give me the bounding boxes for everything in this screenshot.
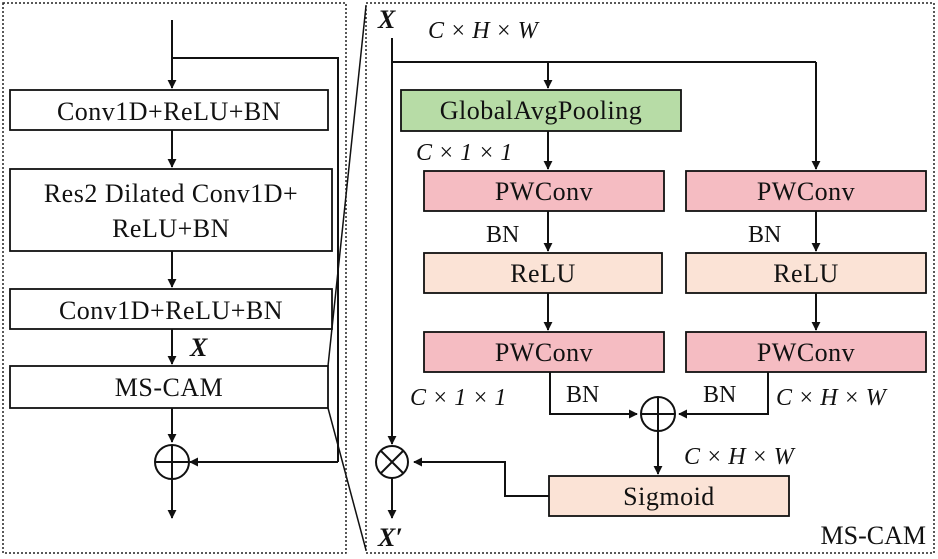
left-panel-border <box>2 2 347 554</box>
right-sum-node <box>640 396 676 432</box>
local-out-dims-label: C × H × W <box>776 385 888 411</box>
conv1d-block-1-label: Conv1D+ReLU+BN <box>57 97 281 126</box>
global-pwconv-2-box <box>423 331 665 373</box>
zoom-line-top <box>327 5 367 367</box>
sigmoid-box <box>548 475 790 517</box>
gap-dims-label: C × 1 × 1 <box>416 140 512 166</box>
mscam-block <box>9 365 329 409</box>
mscam-block-label: MS-CAM <box>115 373 223 402</box>
global-out-dims-label: C × 1 × 1 <box>410 385 506 411</box>
global-bn-1-label: BN <box>486 222 519 248</box>
sigmoid-label: Sigmoid <box>623 482 715 511</box>
conv1d-block-2-label: Conv1D+ReLU+BN <box>59 296 283 325</box>
local-relu-box <box>685 252 927 294</box>
local-pwconv-1-box <box>685 170 927 212</box>
left-x-label: X <box>189 333 208 362</box>
local-to-sum-line <box>678 372 769 419</box>
global-avg-pooling-label: GlobalAvgPooling <box>440 96 643 125</box>
local-pwconv-2-label: PWConv <box>757 338 855 367</box>
right-panel: X C × H × W GlobalAvgPooling C × 1 × 1 P… <box>375 5 927 552</box>
right-panel-border <box>365 2 935 554</box>
sigmoid-to-multiply-line <box>413 457 549 497</box>
global-relu-label: ReLU <box>510 259 576 288</box>
local-relu-label: ReLU <box>773 259 839 288</box>
left-panel: Conv1D+ReLU+BN Res2 Dilated Conv1D+ ReLU… <box>9 20 339 519</box>
input-dims-label: C × H × W <box>428 18 540 44</box>
multiply-node <box>375 445 409 479</box>
sum-dims-label: C × H × W <box>684 444 796 470</box>
global-relu-box <box>423 252 663 294</box>
zoom-line-bottom <box>327 407 367 551</box>
global-pwconv-1-label: PWConv <box>495 177 593 206</box>
local-bn-1-label: BN <box>748 222 781 248</box>
global-avg-pooling-box <box>400 89 682 132</box>
global-pwconv-1-box <box>423 170 665 212</box>
mscam-corner-title: MS-CAM <box>821 521 926 550</box>
local-bn-2-label: BN <box>703 382 736 408</box>
conv1d-block-2 <box>9 288 333 330</box>
left-sum-node <box>154 444 190 480</box>
output-x-prime-label: X′ <box>377 523 403 552</box>
local-pwconv-1-label: PWConv <box>757 177 855 206</box>
local-pwconv-2-box <box>685 331 927 373</box>
global-pwconv-2-label: PWConv <box>495 338 593 367</box>
left-skip-connection <box>172 57 339 462</box>
res2-block-label-line2: ReLU+BN <box>112 214 230 243</box>
right-input-x-label: X <box>377 5 396 34</box>
global-bn-2-label: BN <box>566 382 599 408</box>
global-to-sum-line <box>549 372 638 419</box>
res2-block-label-line1: Res2 Dilated Conv1D+ <box>44 179 298 208</box>
res2-block <box>9 168 333 252</box>
conv1d-block-1 <box>9 89 329 131</box>
